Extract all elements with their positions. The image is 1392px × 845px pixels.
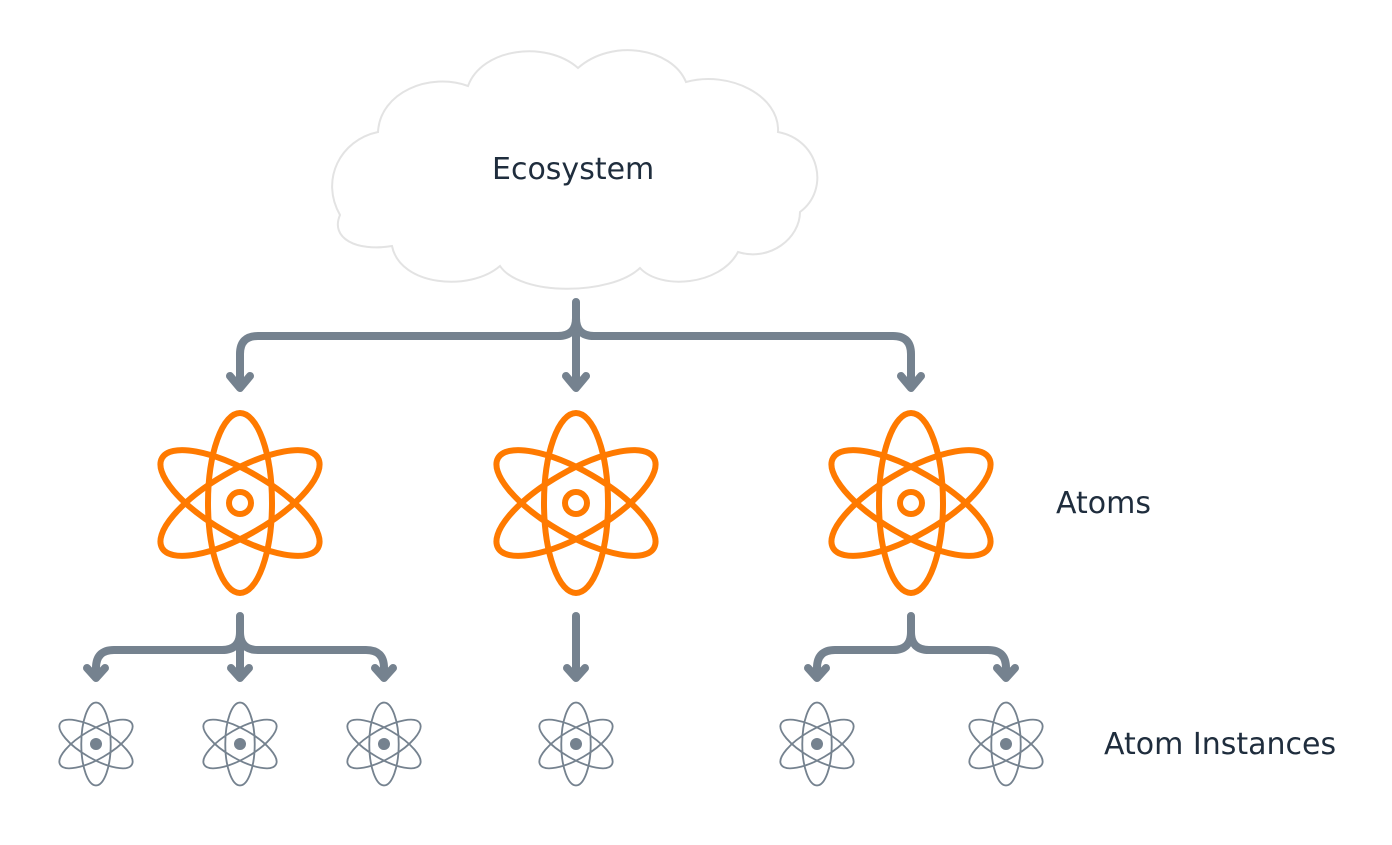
ecosystem-label: Ecosystem [492,152,655,187]
instance-arrowheads [83,664,1019,682]
instance-connectors [92,612,1010,676]
atoms-label: Atoms [1056,486,1151,521]
atom-instance-icon [772,701,862,787]
atom-icon [482,413,670,593]
atom-instances-label: Atom Instances [1104,727,1337,762]
atom-icon [146,413,334,593]
atom-instance-icon [51,701,141,787]
atom-instance-icon [531,701,621,787]
atom-instance-icon [339,701,429,787]
ecosystem-arrowheads [226,372,925,392]
cloud-icon [331,49,819,290]
ecosystem-connectors [236,298,915,382]
atom-instance-icon [961,701,1051,787]
atom-icon [817,413,1005,593]
atom-instance-icon [195,701,285,787]
